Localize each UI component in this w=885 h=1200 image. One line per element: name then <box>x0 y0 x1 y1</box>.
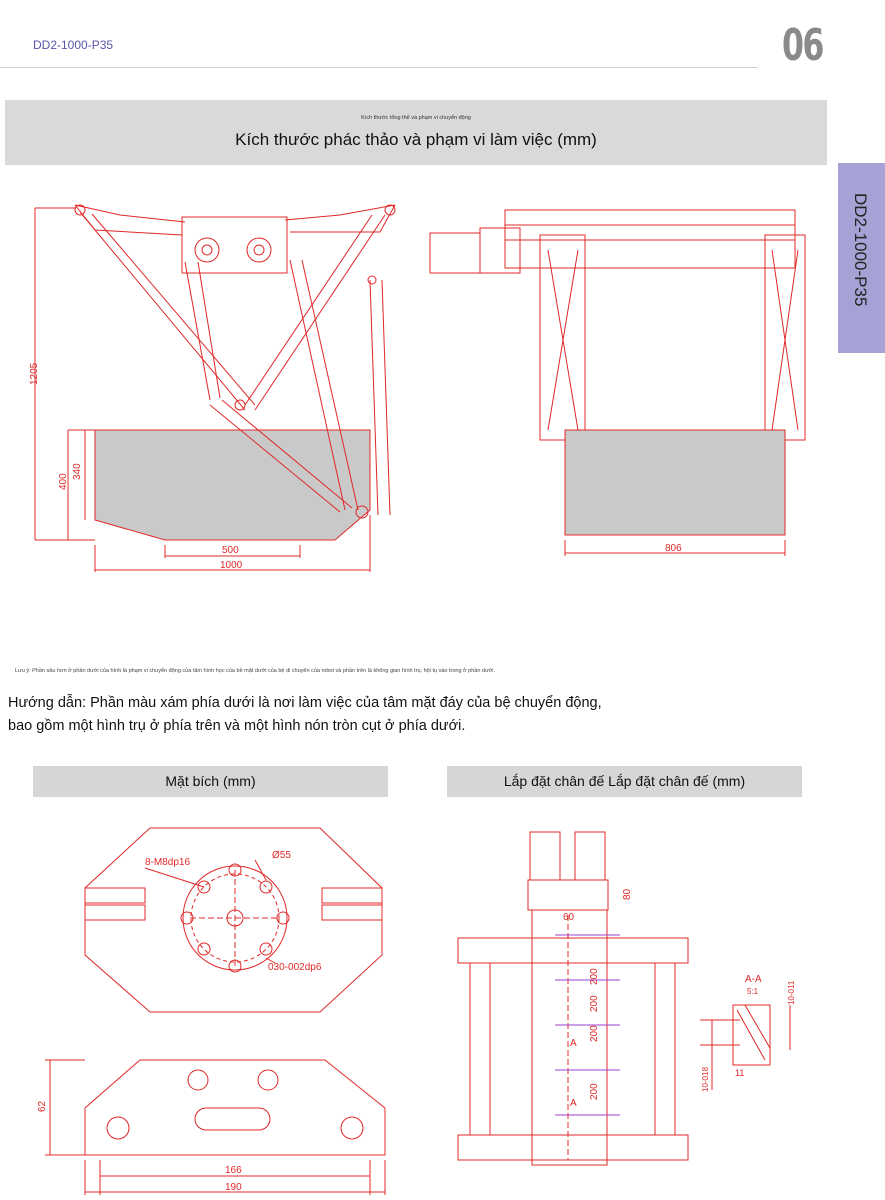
base-banner: Lắp đặt chân đế Lắp đặt chân đế (mm) <box>447 766 802 797</box>
flange-h62: 62 <box>37 1100 48 1112</box>
guide-line-1: Hướng dẫn: Phần màu xám phía dưới là nơi… <box>8 695 602 711</box>
overall-dimensions-banner: Kích thước tổng thể và phạm vi chuyển độ… <box>5 100 827 165</box>
base-d200b: 200 <box>589 995 600 1012</box>
flange-w166: 166 <box>225 1165 242 1176</box>
guide-text: Hướng dẫn: Phần màu xám phía dưới là nơi… <box>8 692 602 738</box>
dim-1000: 1000 <box>220 560 243 571</box>
dim-340: 340 <box>72 463 83 480</box>
guide-line-2: bao gồm một hình trụ ở phía trên và một … <box>8 718 466 734</box>
flange-front-view <box>45 1059 386 1195</box>
model-code-header: DD2-1000-P35 <box>33 38 114 52</box>
dim-500: 500 <box>222 545 239 556</box>
base-t1: 10-011 <box>787 980 796 1005</box>
base-t2: 10-018 <box>701 1067 710 1092</box>
base-aa-label: A-A <box>745 974 762 985</box>
flange-w190: 190 <box>225 1182 242 1193</box>
base-t3: 11 <box>735 1068 744 1078</box>
dim-400: 400 <box>58 473 69 490</box>
base-section-a1: A <box>570 1038 577 1049</box>
overall-title: Kích thước phác thảo và phạm vi làm việc… <box>235 130 597 149</box>
front-view-drawing <box>34 204 396 572</box>
base-mounting-drawing <box>457 831 791 1166</box>
flange-diameter-label: Ø55 <box>272 850 291 861</box>
base-d200d: 200 <box>589 1083 600 1100</box>
flange-pin-label: 030-002dp6 <box>268 962 322 973</box>
dim-1205: 1205 <box>29 362 40 385</box>
base-scale-label: 5:1 <box>747 987 759 996</box>
base-d60: 60 <box>563 912 575 923</box>
page-number: 06 <box>782 20 824 71</box>
base-d80: 80 <box>622 888 633 900</box>
side-tab: DD2-1000-P35 <box>838 163 885 353</box>
dim-806: 806 <box>665 543 682 554</box>
header-divider <box>0 67 758 68</box>
base-d200a: 200 <box>589 968 600 985</box>
flange-holes-label: 8-M8dp16 <box>145 857 190 868</box>
base-d200c: 200 <box>589 1025 600 1042</box>
side-view-drawing <box>429 209 806 556</box>
overall-small-title: Kích thước tổng thể và phạm vi chuyển độ… <box>361 115 471 121</box>
flange-top-view <box>84 827 383 1013</box>
small-note: Lưu ý: Phần sâu hơn ở phần dưới của hình… <box>15 668 496 674</box>
flange-banner: Mặt bích (mm) <box>33 766 388 797</box>
side-tab-label: DD2-1000-P35 <box>851 193 870 307</box>
base-section-a2: A <box>570 1098 577 1109</box>
